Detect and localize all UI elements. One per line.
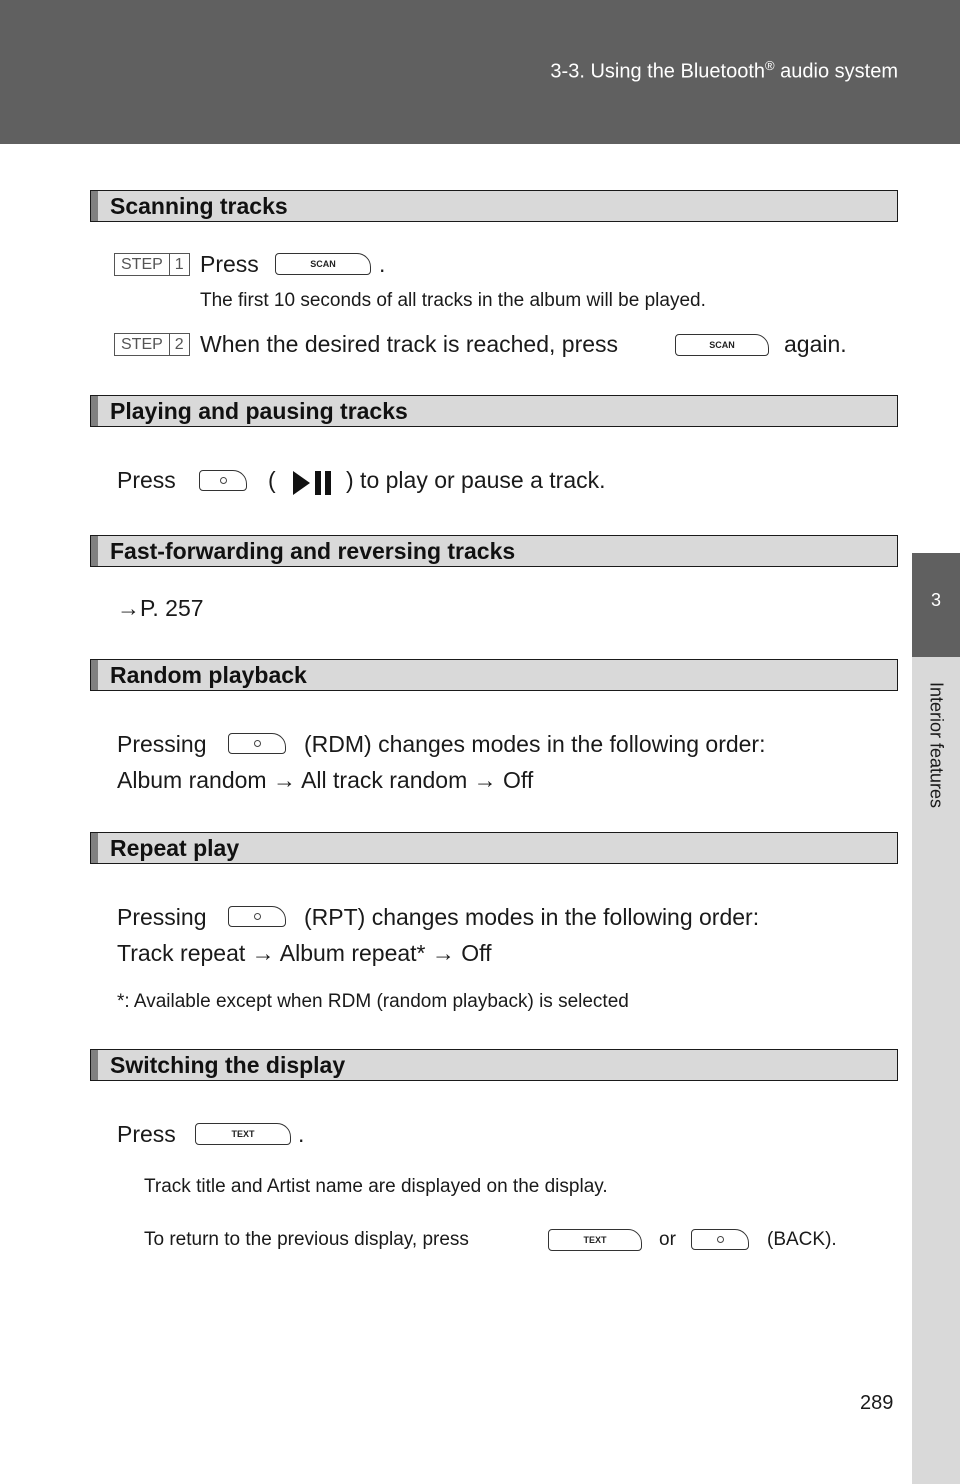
random-sequence: Album random → All track random → Off <box>117 767 534 793</box>
section-heading-repeat: Repeat play <box>90 832 898 864</box>
page-number: 289 <box>860 1392 894 1414</box>
random-text: (RDM) changes modes in the following ord… <box>304 731 766 757</box>
text-button-icon: TEXT <box>195 1123 291 1145</box>
rdm-button-icon <box>228 733 286 754</box>
playing-text: ) to play or pause a track. <box>346 467 606 493</box>
repeat-footnote: *: Available except when RDM (random pla… <box>117 991 629 1012</box>
step-2-text: When the desired track is reached, press <box>200 331 619 357</box>
chapter-strip <box>912 657 960 1484</box>
step-1-press: Press <box>200 251 259 277</box>
back-button-icon <box>691 1229 749 1250</box>
section-heading-random: Random playback <box>90 659 898 691</box>
scan-button-icon: SCAN <box>675 334 769 356</box>
display-note-2: To return to the previous display, press <box>144 1229 469 1250</box>
chapter-number: 3 <box>930 590 941 610</box>
text-button-icon: TEXT <box>548 1229 642 1251</box>
preset-button-icon <box>199 470 247 491</box>
display-period: . <box>298 1121 305 1147</box>
playing-press: Press <box>117 467 176 493</box>
section-heading-fast: Fast-forwarding and reversing tracks <box>90 535 898 567</box>
repeat-pressing: Pressing <box>117 904 207 930</box>
random-pressing: Pressing <box>117 731 207 757</box>
play-pause-icon <box>293 471 331 495</box>
display-note-or: or <box>659 1229 676 1250</box>
page-header <box>0 0 960 144</box>
repeat-sequence: Track repeat → Album repeat* → Off <box>117 940 492 966</box>
step-2-again: again. <box>784 331 847 357</box>
display-press: Press <box>117 1121 176 1147</box>
playing-paren: ( <box>268 467 276 493</box>
chapter-tab <box>912 553 960 657</box>
header-title: 3-3. Using the Bluetooth® audio system <box>550 58 898 83</box>
scan-button-icon: SCAN <box>275 253 371 275</box>
step-1-note: The first 10 seconds of all tracks in th… <box>200 290 706 311</box>
section-heading-playing: Playing and pausing tracks <box>90 395 898 427</box>
page-reference: →P. 257 <box>117 595 204 621</box>
step-1-period: . <box>379 251 386 277</box>
section-heading-display: Switching the display <box>90 1049 898 1081</box>
section-heading-scanning: Scanning tracks <box>90 190 898 222</box>
rpt-button-icon <box>228 906 286 927</box>
display-note-back: (BACK). <box>767 1229 837 1250</box>
repeat-text: (RPT) changes modes in the following ord… <box>304 904 760 930</box>
display-note-1: Track title and Artist name are displaye… <box>144 1176 608 1197</box>
chapter-label: Interior features <box>926 681 947 809</box>
